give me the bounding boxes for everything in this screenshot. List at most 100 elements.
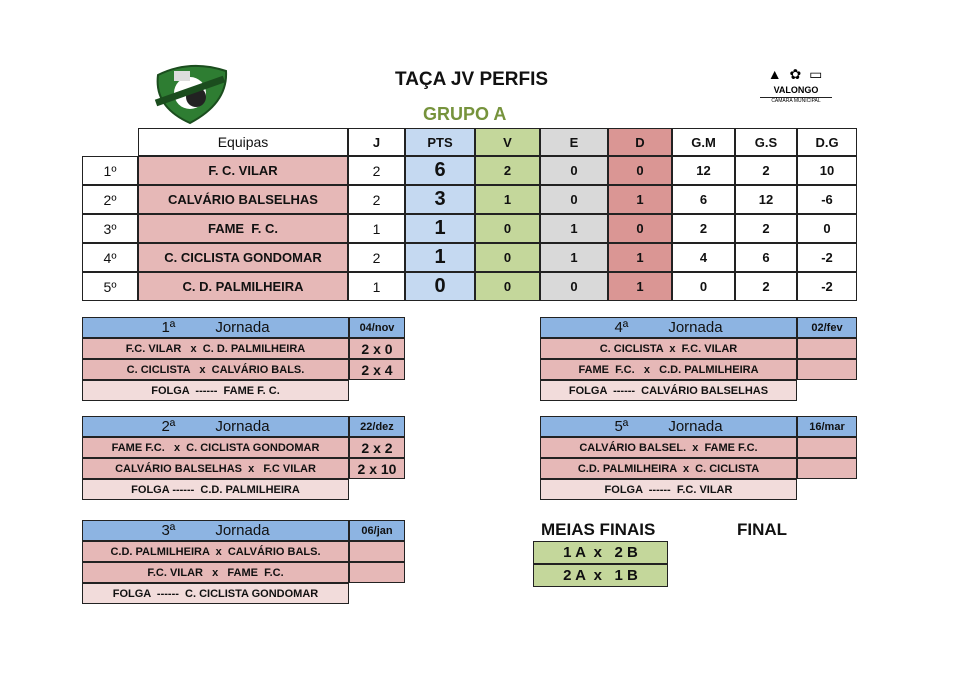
stat-dg: -6 [797, 185, 857, 214]
stat-e: 1 [540, 243, 608, 272]
stat-v: 0 [475, 243, 540, 272]
column-header-6: G.M [672, 128, 735, 156]
round-label: Jornada [668, 418, 723, 435]
match-score: 2 x 4 [349, 359, 405, 380]
stat-gm: 12 [672, 156, 735, 185]
stat-dg: 0 [797, 214, 857, 243]
match-teams: C. CICLISTA x F.C. VILAR [540, 338, 797, 359]
round-date: 04/nov [349, 317, 405, 338]
stat-pts: 3 [405, 185, 475, 214]
bye-team: FOLGA ------ C. CICLISTA GONDOMAR [82, 583, 349, 604]
match-score [797, 338, 857, 359]
round-number: 2ª [161, 418, 176, 435]
stat-pts: 6 [405, 156, 475, 185]
stat-j: 2 [348, 243, 405, 272]
round-label: Jornada [215, 418, 270, 435]
round-label: Jornada [215, 522, 270, 539]
round-date: 06/jan [349, 520, 405, 541]
sponsor-logo-text: VALONGO [773, 85, 819, 95]
position-cell: 4º [82, 243, 138, 272]
column-header-0: Equipas [138, 128, 348, 156]
round-label: Jornada [215, 319, 270, 336]
stat-v: 0 [475, 272, 540, 301]
match-teams: C. CICLISTA x CALVÁRIO BALS. [82, 359, 349, 380]
match-teams: CALVÁRIO BALSEL. x FAME F.C. [540, 437, 797, 458]
bye-team: FOLGA ------ CALVÁRIO BALSELHAS [540, 380, 797, 401]
stat-v: 0 [475, 214, 540, 243]
round-number: 4ª [614, 319, 629, 336]
match-teams: C.D. PALMILHEIRA x C. CICLISTA [540, 458, 797, 479]
column-header-7: G.S [735, 128, 797, 156]
round-header: 4ª Jornada [540, 317, 797, 338]
bye-team: FOLGA ------ FAME F. C. [82, 380, 349, 401]
stat-dg: 10 [797, 156, 857, 185]
match-teams: FAME F.C. x C. CICLISTA GONDOMAR [82, 437, 349, 458]
stat-dg: -2 [797, 243, 857, 272]
match-score [349, 562, 405, 583]
stat-gm: 0 [672, 272, 735, 301]
position-cell: 5º [82, 272, 138, 301]
round-label: Jornada [668, 319, 723, 336]
stat-d: 0 [608, 214, 672, 243]
stat-e: 0 [540, 272, 608, 301]
final-title: FINAL [737, 520, 788, 539]
stat-pts: 0 [405, 272, 475, 301]
match-score: 2 x 2 [349, 437, 405, 458]
stat-pts: 1 [405, 214, 475, 243]
stat-e: 1 [540, 214, 608, 243]
position-cell: 3º [82, 214, 138, 243]
column-header-3: V [475, 128, 540, 156]
team-name: F. C. VILAR [138, 156, 348, 185]
column-header-2: PTS [405, 128, 475, 156]
stat-j: 1 [348, 214, 405, 243]
stat-gs: 2 [735, 272, 797, 301]
match-teams: F.C. VILAR x FAME F.C. [82, 562, 349, 583]
match-score [349, 541, 405, 562]
stat-gs: 12 [735, 185, 797, 214]
stat-d: 1 [608, 243, 672, 272]
position-cell: 1º [82, 156, 138, 185]
column-header-8: D.G [797, 128, 857, 156]
match-score [797, 359, 857, 380]
match-score [797, 437, 857, 458]
column-header-5: D [608, 128, 672, 156]
stat-gs: 2 [735, 214, 797, 243]
match-teams: C.D. PALMILHEIRA x CALVÁRIO BALS. [82, 541, 349, 562]
stat-gs: 2 [735, 156, 797, 185]
stat-d: 1 [608, 185, 672, 214]
stat-d: 0 [608, 156, 672, 185]
group-title: GRUPO A [423, 104, 507, 124]
team-name: FAME F. C. [138, 214, 348, 243]
semi-final-match: 1 A x 2 B [533, 541, 668, 564]
round-date: 02/fev [797, 317, 857, 338]
round-number: 3ª [161, 522, 176, 539]
sponsor-logo-subtext: CÂMARA MUNICIPAL [760, 97, 832, 104]
column-header-1: J [348, 128, 405, 156]
match-teams: F.C. VILAR x C. D. PALMILHEIRA [82, 338, 349, 359]
round-date: 22/dez [349, 416, 405, 437]
stat-e: 0 [540, 156, 608, 185]
semis-title: MEIAS FINAIS [541, 520, 656, 539]
team-name: C. CICLISTA GONDOMAR [138, 243, 348, 272]
round-header: 3ª Jornada [82, 520, 349, 541]
page-title: TAÇA JV PERFIS [395, 69, 549, 90]
stat-gm: 4 [672, 243, 735, 272]
stat-j: 2 [348, 156, 405, 185]
stat-gm: 2 [672, 214, 735, 243]
match-score [797, 458, 857, 479]
match-score: 2 x 0 [349, 338, 405, 359]
stat-j: 2 [348, 185, 405, 214]
position-cell: 2º [82, 185, 138, 214]
bye-team: FOLGA ------ F.C. VILAR [540, 479, 797, 500]
stat-pts: 1 [405, 243, 475, 272]
stat-gs: 6 [735, 243, 797, 272]
stat-v: 2 [475, 156, 540, 185]
round-header: 2ª Jornada [82, 416, 349, 437]
column-header-4: E [540, 128, 608, 156]
match-teams: CALVÁRIO BALSELHAS x F.C VILAR [82, 458, 349, 479]
sponsor-logo: ▲ ✿ ▭ VALONGO CÂMARA MUNICIPAL [760, 66, 832, 116]
stat-dg: -2 [797, 272, 857, 301]
